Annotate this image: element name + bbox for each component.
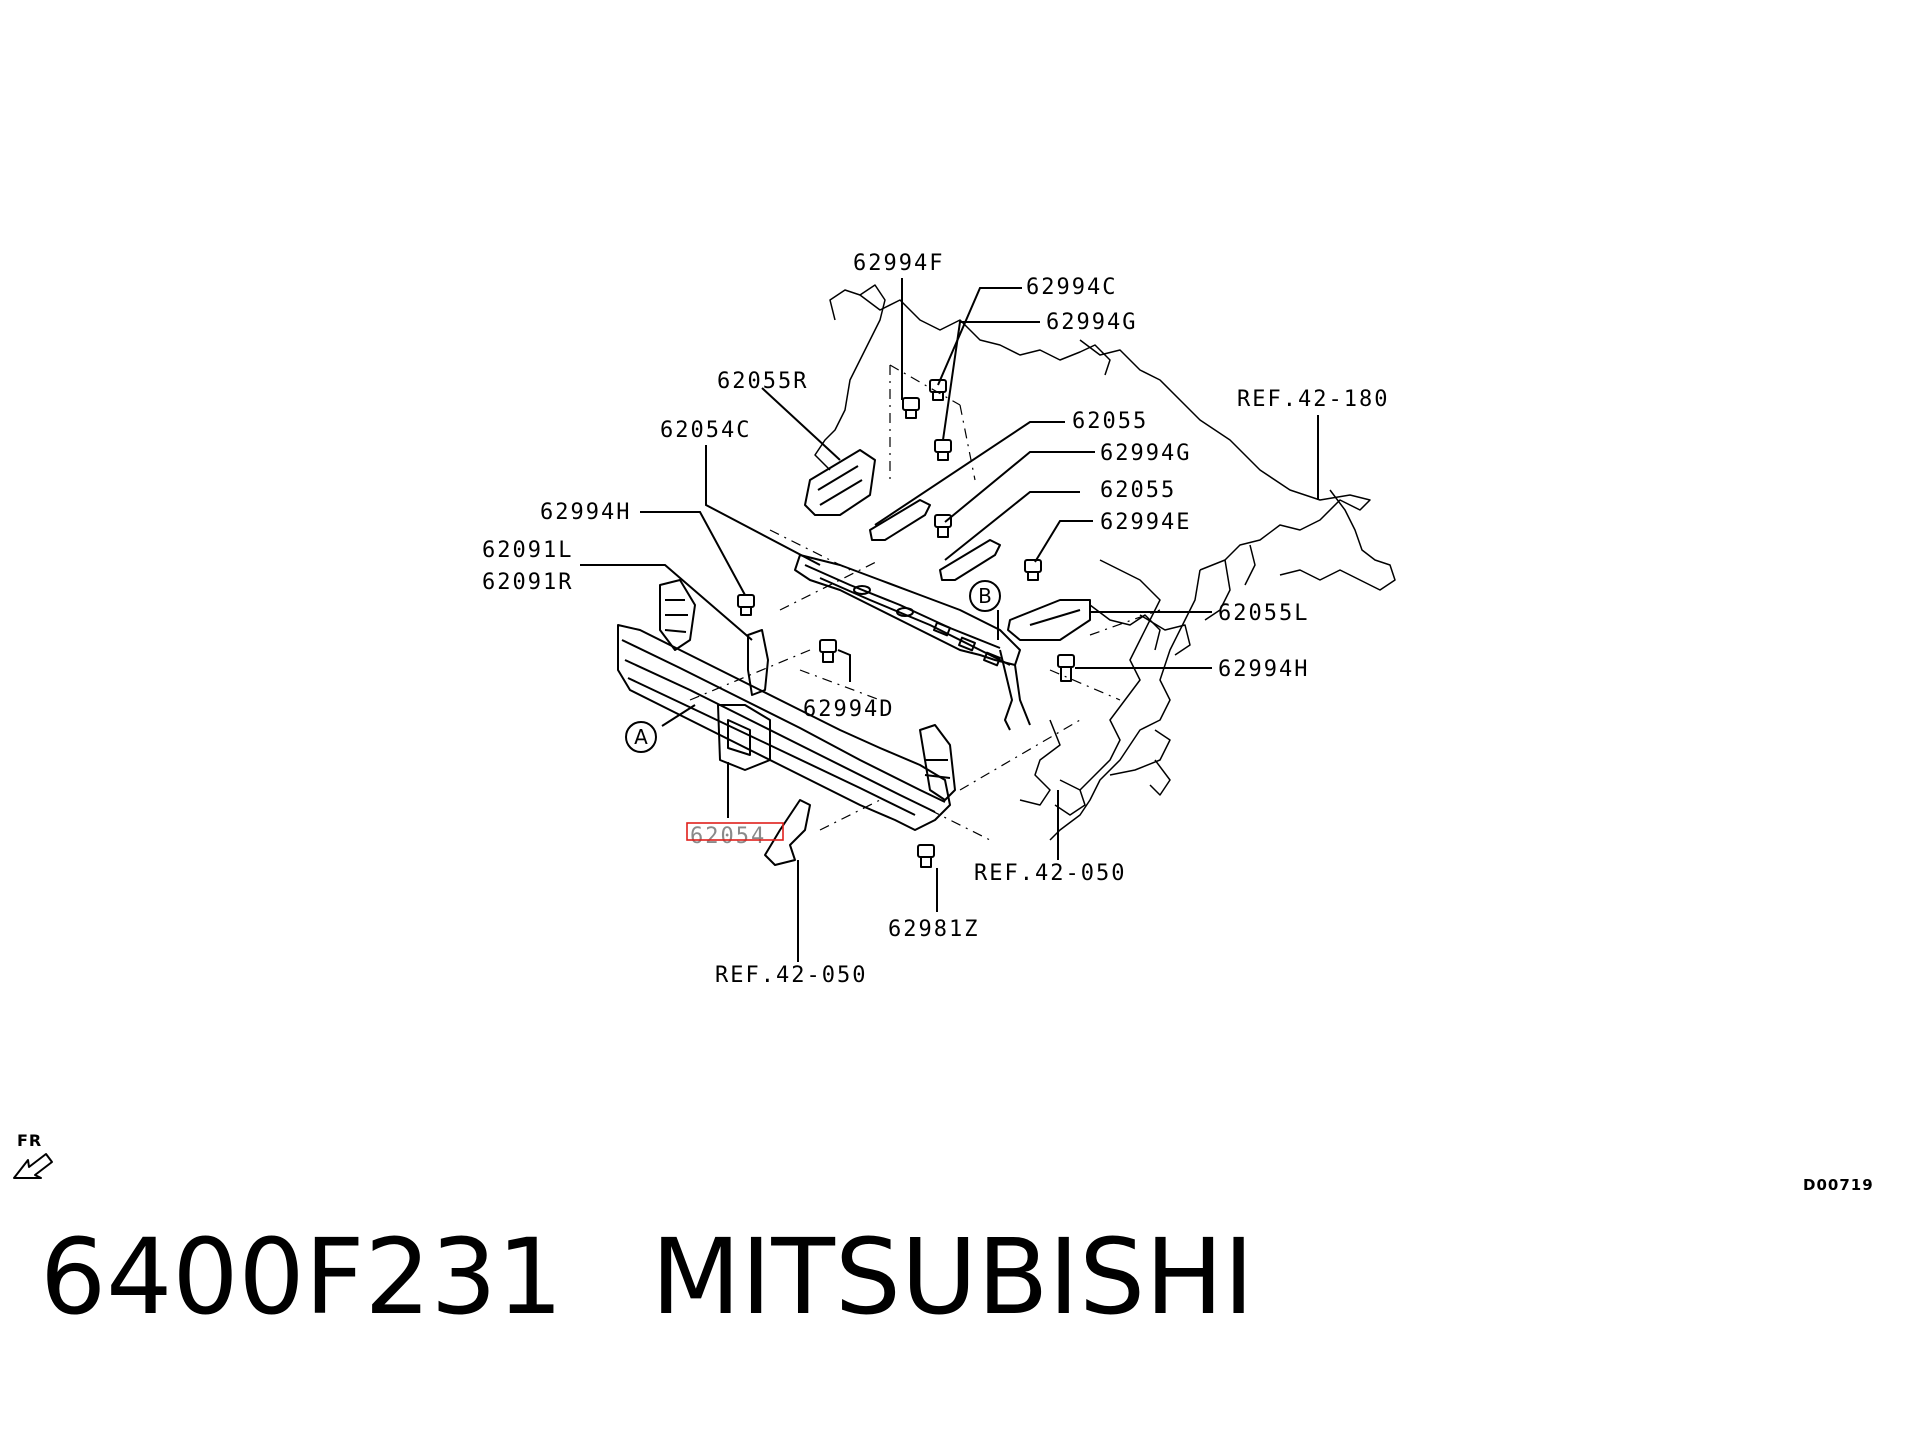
bolt-62994D: [819, 639, 837, 663]
svg-text:FR: FR: [17, 1131, 42, 1150]
label-62055-lower: 62055: [1100, 478, 1176, 503]
label-62981Z: 62981Z: [888, 917, 979, 942]
label-62994D: 62994D: [803, 697, 894, 722]
bolt-62994G: [934, 439, 952, 461]
bolt-62981Z: [917, 844, 935, 868]
highlight-62054: [686, 822, 784, 841]
reference-lines: [689, 364, 1161, 841]
leader-lines: [580, 278, 1319, 962]
label-62994H-left: 62994H: [540, 500, 631, 525]
bolt-62994G-mid: [934, 514, 952, 538]
brackets-and-bolts: [737, 379, 1091, 868]
label-62055: 62055: [1072, 409, 1148, 434]
callout-A: A: [625, 721, 657, 753]
label-62091L: 62091L: [482, 538, 573, 563]
front-arrow-icon: [13, 1153, 53, 1179]
label-62054C: 62054C: [660, 418, 751, 443]
bolt-62994H-right: [1057, 654, 1075, 682]
label-62994G-mid: 62994G: [1100, 441, 1191, 466]
bolt-62994H-left: [737, 594, 755, 616]
caption-brand: MITSUBISHI: [651, 1216, 1254, 1338]
part-labels: 62994F 62994C 62994G 62055R 62055 62054C…: [482, 251, 1389, 988]
svg-text:A: A: [634, 725, 648, 749]
label-62994C: 62994C: [1026, 275, 1117, 300]
diagram-code: D00719: [1803, 1176, 1874, 1194]
bolt-62994E: [1024, 559, 1042, 581]
label-62994E: 62994E: [1100, 510, 1191, 535]
label-REF42-180: REF.42-180: [1237, 387, 1389, 412]
label-62055L: 62055L: [1218, 601, 1309, 626]
label-62994F: 62994F: [853, 251, 944, 276]
vehicle-body-outline: [814, 284, 1396, 841]
label-62091R: 62091R: [482, 570, 573, 595]
bolt-62994F: [902, 397, 920, 419]
callout-B: B: [969, 580, 1001, 612]
label-62994G: 62994G: [1046, 310, 1137, 335]
label-62055R: 62055R: [717, 369, 808, 394]
label-REF42-050-bottom: REF.42-050: [715, 963, 867, 988]
caption-part-number: 6400F231: [40, 1216, 563, 1338]
front-direction-indicator: FR: [13, 1131, 53, 1179]
bumper-reinforcement: [617, 579, 956, 866]
label-62994H-right: 62994H: [1218, 657, 1309, 682]
upper-cross-member: [794, 554, 1031, 731]
label-62054: 62054: [690, 824, 766, 849]
label-REF42-050-right: REF.42-050: [974, 861, 1126, 886]
svg-text:B: B: [978, 584, 992, 608]
